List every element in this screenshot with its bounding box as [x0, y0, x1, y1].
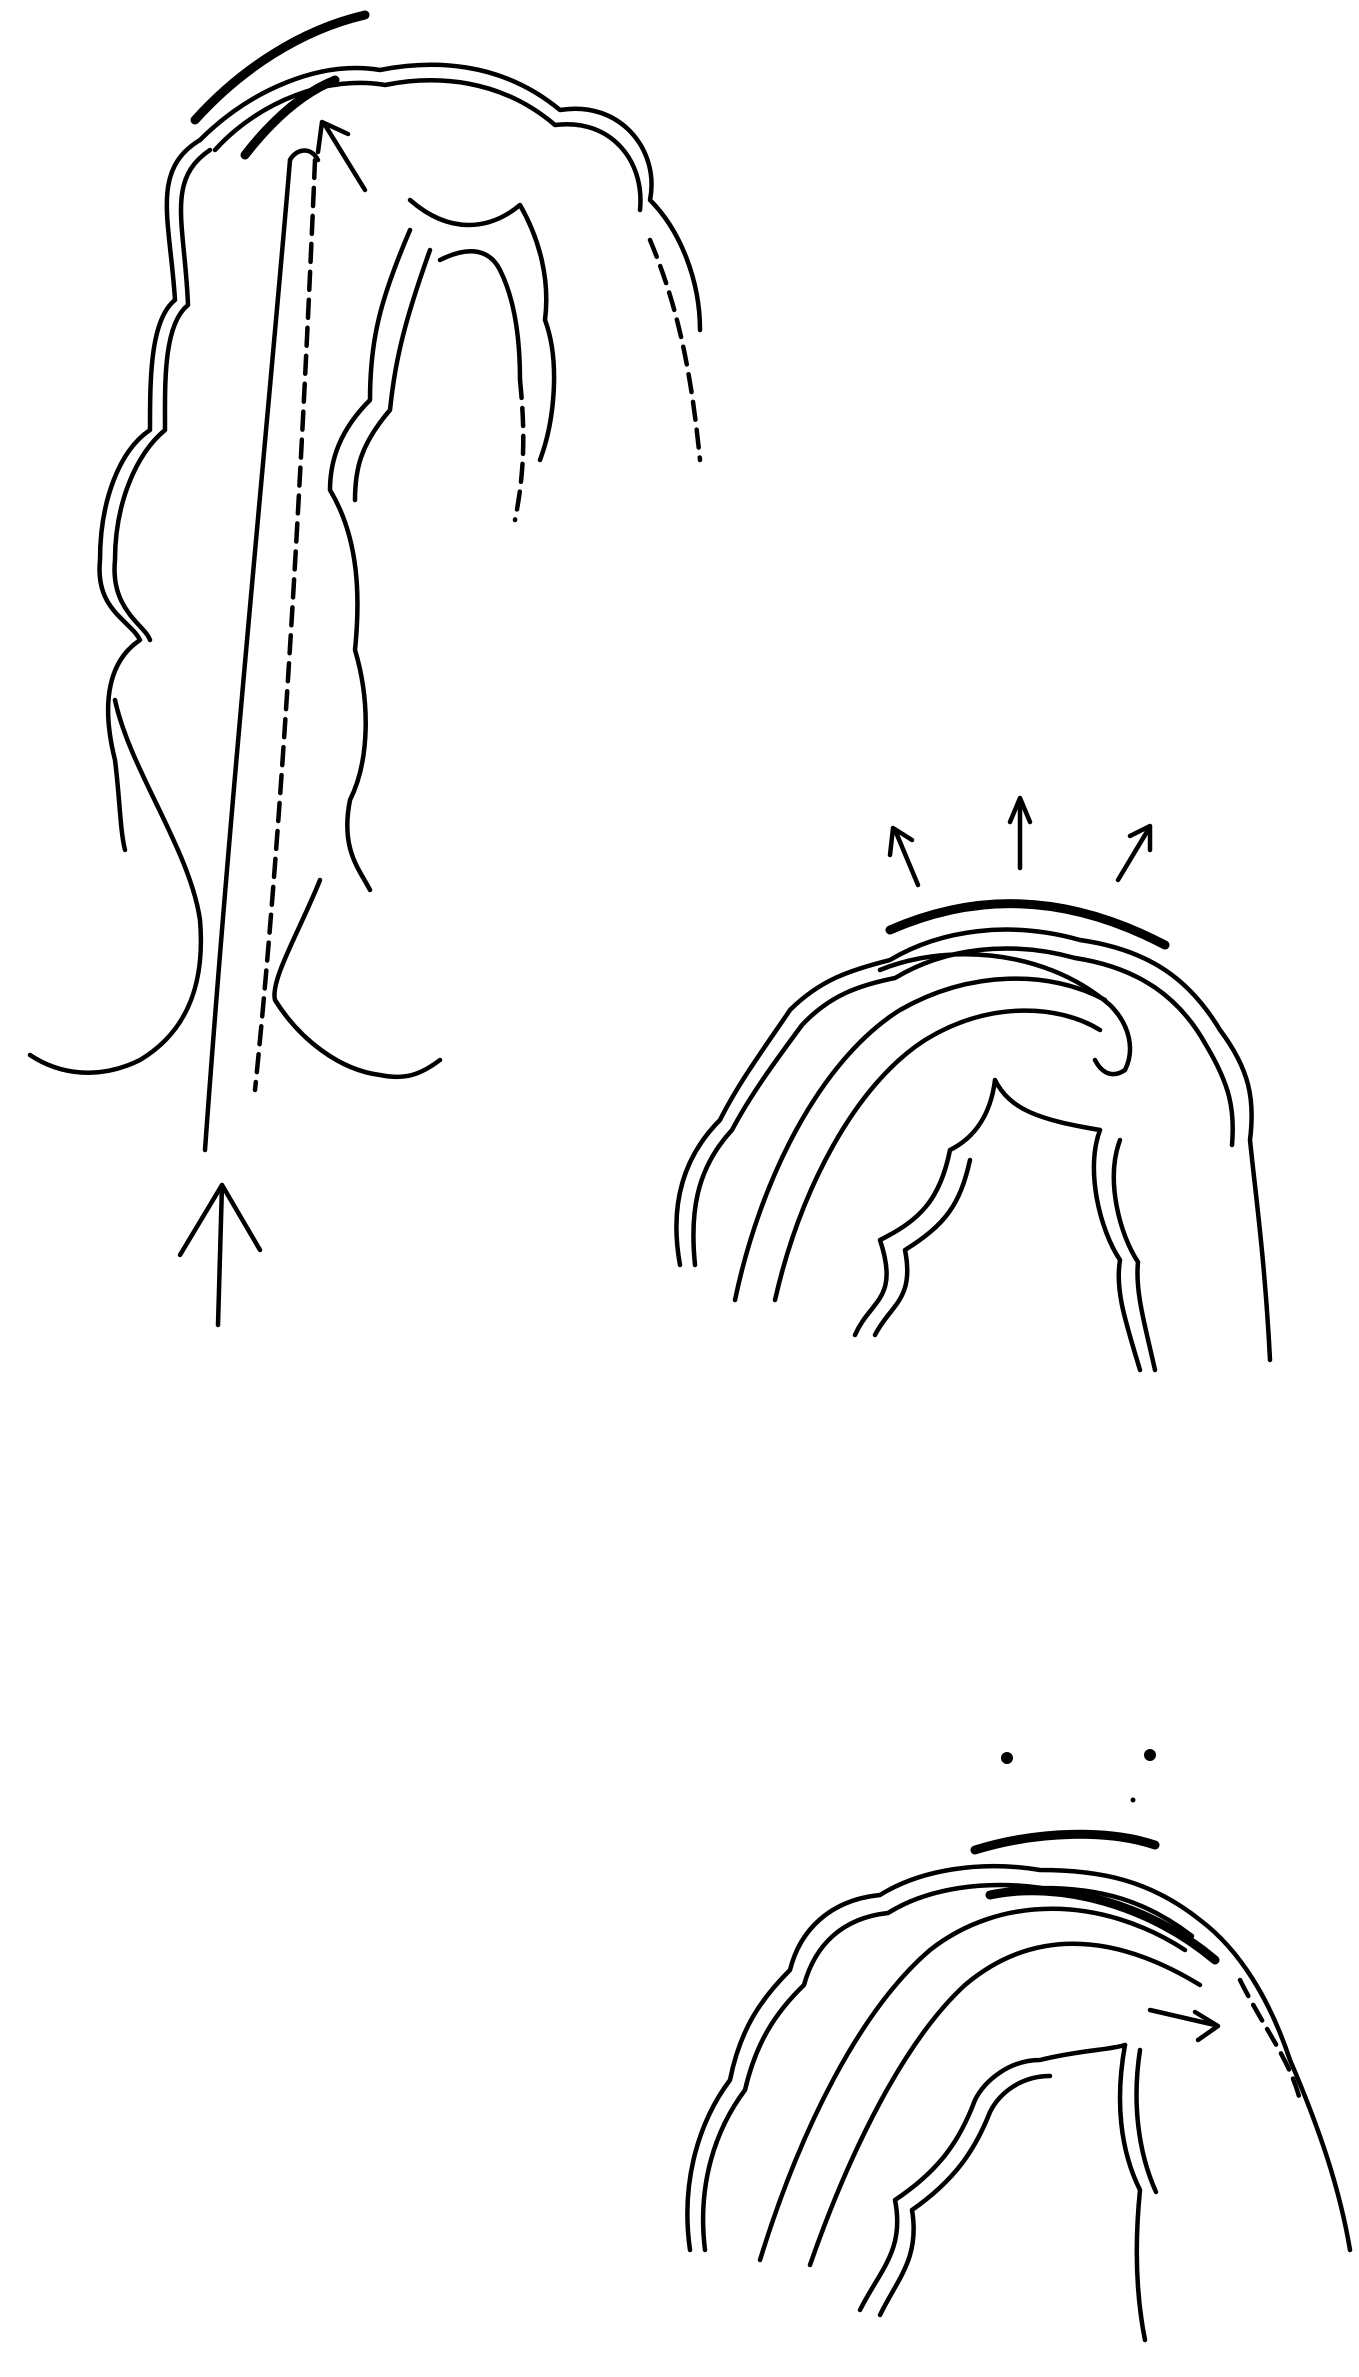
figure-1-shaft-right: [255, 160, 315, 1090]
figure-2-inner-leaf-left: [855, 1080, 1100, 1335]
figure-2-arrow-right-shaft: [1118, 830, 1148, 880]
figure-3-arched-structure: [687, 1749, 1350, 2340]
figure-1-inner-lobes-edge: [355, 250, 430, 500]
figure-1-top-cap-inner: [215, 80, 640, 210]
figure-2-inner-arch-2: [775, 1011, 1100, 1300]
figure-1-top-thickening-inner: [245, 80, 335, 155]
figure-2-top-thickening: [890, 904, 1165, 945]
figure-1-inner-arch: [410, 200, 554, 460]
figure-3-arrow-head: [1195, 2012, 1218, 2040]
figure-3-dot-right: [1144, 1749, 1156, 1761]
figure-1-upward-arrow-shaft: [218, 1185, 222, 1325]
figure-2-inner-leaf-left-edge: [875, 1160, 970, 1335]
figure-3-right-dashed: [1240, 1980, 1300, 2100]
figure-2-outer-outline: [676, 930, 1270, 1360]
figure-3-inner-leaf-left-edge: [880, 2076, 1050, 2315]
figure-2-outer-outline-inner: [693, 948, 1232, 1265]
figure-3-outer-outline: [687, 1866, 1350, 2250]
figure-2-inner-leaf-right-edge: [1114, 1140, 1155, 1370]
figure-1-right-base-curve: [274, 880, 440, 1077]
figure-3-inner-leaf-right: [1120, 2045, 1145, 2340]
figure-1-inner-arch-edge: [440, 251, 520, 380]
figure-3-inner-leaf-left: [860, 2045, 1125, 2310]
figure-1-elongated-structure: [30, 15, 700, 1325]
figure-2-arched-structure: [676, 798, 1270, 1370]
figure-3-dot-small: [1131, 1798, 1136, 1803]
figure-1-outer-outline-inner-edge: [115, 150, 210, 640]
figure-2-inner-arch-1: [735, 979, 1105, 1300]
figure-2-inner-arch-top-edge: [880, 954, 1130, 1074]
figure-3-top-thickening: [975, 1834, 1155, 1850]
figure-3-inner-leaf-right-edge: [1137, 2050, 1156, 2192]
figure-3-dot-left: [1001, 1752, 1013, 1764]
figure-1-inner-lobes: [330, 230, 410, 890]
figure-3-inner-arch-2: [810, 1944, 1200, 2265]
figure-1-right-dashed-2: [515, 380, 523, 520]
